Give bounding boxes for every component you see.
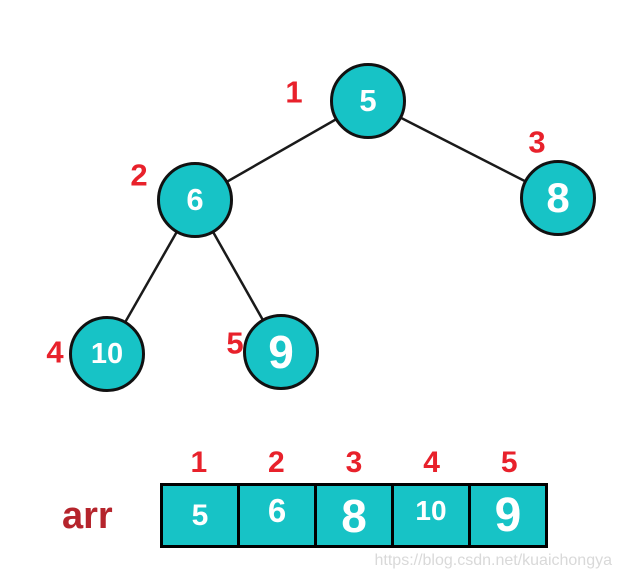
array-cell-2: 6	[237, 483, 317, 548]
array-row: 5 6 8 10 9	[160, 483, 548, 548]
array-cell-4-value: 10	[415, 494, 447, 526]
array-cell-1-value: 5	[191, 498, 209, 532]
array-cell-3-value: 8	[341, 489, 367, 542]
array-cell-5: 9	[468, 483, 548, 548]
tree-order-label-2: 2	[130, 157, 148, 193]
tree-node-root: 5	[330, 63, 406, 139]
tree-order-label-1: 1	[285, 74, 303, 110]
array-index-5: 5	[500, 446, 518, 479]
array-index-2: 2	[268, 446, 285, 479]
array-cell-4: 10	[391, 483, 471, 548]
tree-node-left-child: 6	[157, 162, 233, 238]
array-name-label: arr	[62, 495, 113, 537]
tree-node-leaf-left: 10	[69, 316, 145, 392]
tree-order-label-5: 5	[226, 325, 244, 361]
array-cell-3: 8	[314, 483, 394, 548]
array-index-3: 3	[345, 446, 363, 479]
tree-order-label-4: 4	[46, 334, 64, 370]
array-index-4: 4	[423, 446, 440, 479]
tree-node-leaf-right: 9	[243, 314, 319, 390]
array-index-row: 1 2 3 4 5	[160, 448, 548, 478]
tree-node-right-child: 8	[520, 160, 596, 236]
array-cell-2-value: 6	[267, 491, 287, 529]
array-cell-5-value: 9	[494, 489, 522, 542]
tree-order-label-3: 3	[528, 124, 546, 160]
array-cell-1: 5	[160, 483, 240, 548]
watermark-text: https://blog.csdn.net/kuaichongya	[374, 552, 613, 569]
array-index-1: 1	[190, 446, 208, 479]
